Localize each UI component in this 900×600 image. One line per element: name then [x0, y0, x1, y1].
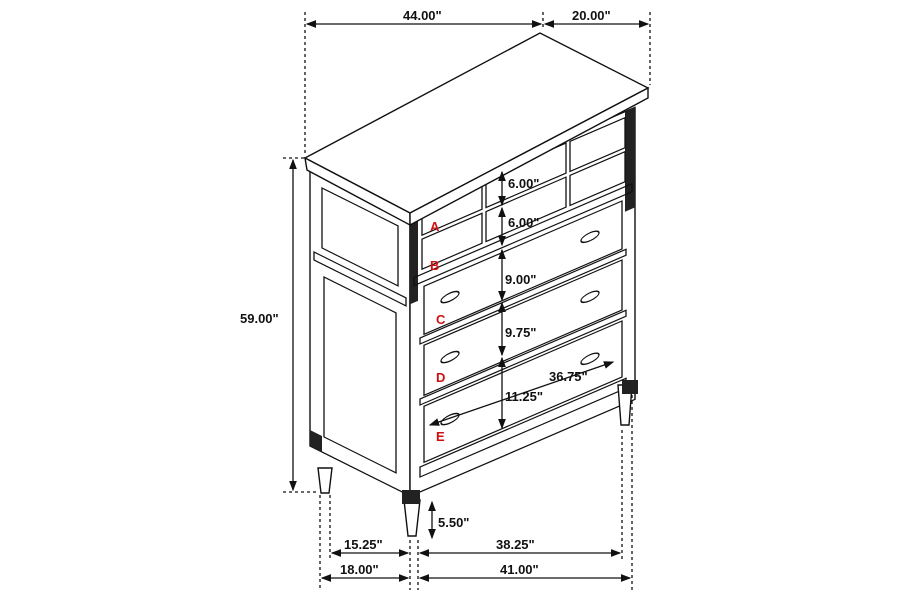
drawer-top-2-label: 6.00"	[508, 215, 539, 230]
side-outer-label: 18.00"	[340, 562, 379, 577]
side-inner-label: 15.25"	[344, 537, 383, 552]
side-panel	[309, 168, 411, 497]
leg	[317, 467, 333, 494]
drawer-label-e: E	[436, 429, 445, 444]
front-inner-label: 38.25"	[496, 537, 535, 552]
leg	[403, 499, 421, 537]
drawer-c	[423, 200, 623, 336]
drawer-top-1-label: 6.00"	[508, 176, 539, 191]
drawer-label-a: A	[430, 219, 440, 234]
drawer-label-b: B	[430, 258, 439, 273]
inner-width-label: 36.75"	[549, 369, 588, 384]
height-label: 59.00"	[240, 311, 279, 326]
drawer-e-label: 11.25"	[505, 389, 543, 404]
drawer-d-label: 9.75"	[505, 325, 536, 340]
drawer-label-d: D	[436, 370, 445, 385]
drawer-label-c: C	[436, 312, 446, 327]
leg-height-label: 5.50"	[438, 515, 469, 530]
drawer-d	[423, 259, 623, 397]
dimension-lines	[283, 12, 651, 590]
front-outer-label: 41.00"	[500, 562, 539, 577]
width-label: 44.00"	[403, 8, 442, 23]
depth-label: 20.00"	[572, 8, 611, 23]
drawer-c-label: 9.00"	[505, 272, 536, 287]
